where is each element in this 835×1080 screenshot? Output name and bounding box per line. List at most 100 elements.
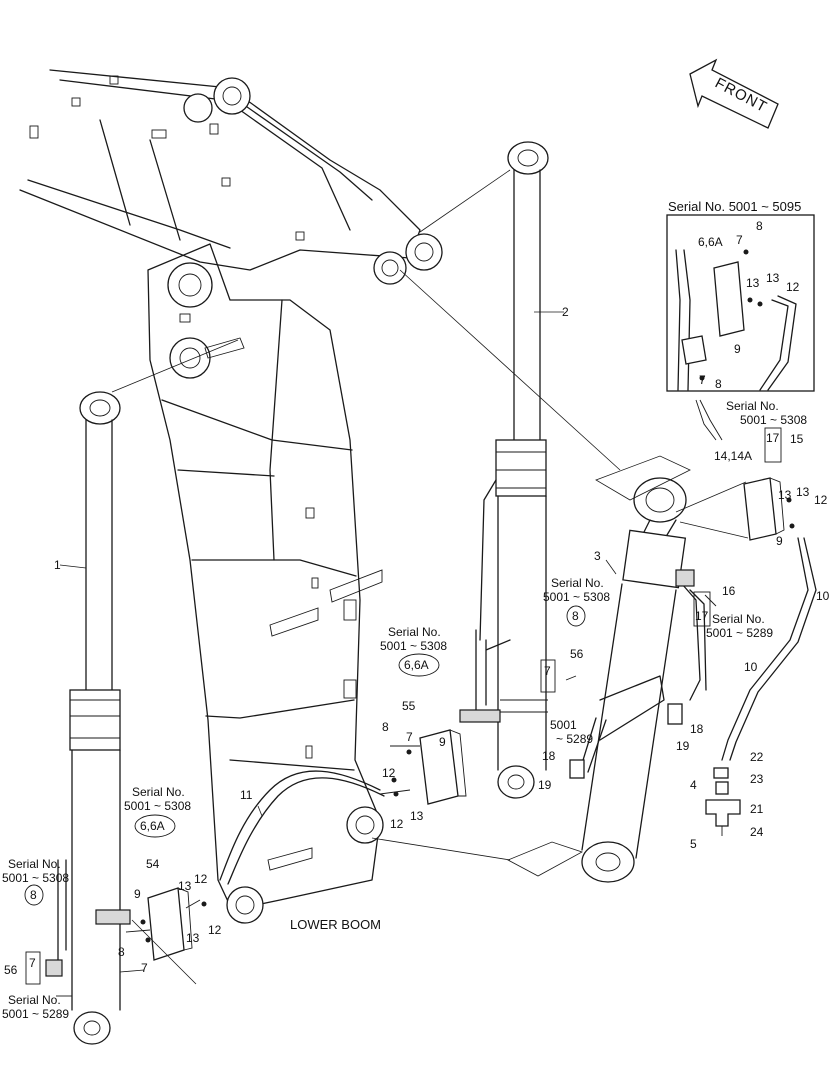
fittings-right [565, 594, 741, 836]
callout-7: 7 [406, 730, 413, 744]
callout-6-6a: 6,6A [140, 819, 165, 833]
callout-9: 9 [776, 534, 783, 548]
callout-ring [398, 653, 440, 677]
callout-21: 21 [750, 802, 764, 816]
serial-note-line: Serial No. [726, 399, 779, 413]
front-arrow-icon: FRONT [689, 58, 779, 129]
callout-box [693, 591, 711, 627]
callout-12: 12 [814, 493, 828, 507]
inset-detail [666, 214, 815, 441]
serial-note-line: 5001 ~ 5308 [124, 799, 191, 813]
upper-boom [19, 69, 443, 285]
serial-note-line: Serial No. [388, 625, 441, 639]
callout-19: 19 [676, 739, 690, 753]
callout-54: 54 [146, 857, 160, 871]
callout-ring [134, 814, 176, 838]
callout-11: 11 [240, 788, 253, 802]
serial-note-line: 5001 ~ 5308 [2, 871, 69, 885]
serial-note-line: ~ 5289 [556, 732, 593, 746]
callout-10: 10 [816, 589, 830, 603]
callout-5: 5 [690, 837, 697, 851]
callout-17: 17 [695, 609, 709, 623]
callout-1: 1 [54, 558, 61, 572]
callout-12: 12 [208, 923, 222, 937]
callouts: 1 2 3 4 5 6,6A 6,6A 6,6A 7 7 7 7 7 7 8 8… [4, 219, 830, 985]
callout-6-6a: 6,6A [698, 235, 723, 249]
callout-13: 13 [410, 809, 424, 823]
boom-cylinder-left [45, 391, 131, 1045]
callout-9: 9 [439, 735, 446, 749]
callout-7: 7 [141, 961, 148, 975]
callout-8: 8 [30, 888, 37, 902]
callout-7: 7 [699, 373, 706, 387]
block-55 [379, 729, 467, 805]
callout-18: 18 [690, 722, 704, 736]
serial-note-line: Serial No. [712, 612, 765, 626]
serial-note-line: 5001 ~ 5289 [706, 626, 773, 640]
callout-7: 7 [29, 956, 36, 970]
boom-cylinder-right [579, 477, 707, 883]
text-labels: Serial No. 5001 ~ 5095 Serial No. 5001 ~… [2, 199, 807, 1021]
callout-12: 12 [382, 766, 396, 780]
callout-55: 55 [402, 699, 416, 713]
callout-12: 12 [194, 872, 208, 886]
callout-7: 7 [736, 233, 743, 247]
callout-13: 13 [796, 485, 810, 499]
callout-13: 13 [746, 276, 760, 290]
serial-note-line: 5001 ~ 5308 [380, 639, 447, 653]
callout-box [540, 659, 556, 693]
callout-ring [24, 884, 44, 906]
callout-2: 2 [562, 305, 569, 319]
serial-note-line: Serial No. [132, 785, 185, 799]
callout-box [764, 427, 782, 463]
leader-lines [59, 169, 749, 985]
callout-6-6a: 6,6A [404, 658, 429, 672]
block-54 [125, 887, 207, 961]
callout-24: 24 [750, 825, 764, 839]
callout-12: 12 [390, 817, 404, 831]
callout-8: 8 [118, 945, 125, 959]
callout-12: 12 [786, 280, 800, 294]
callout-19: 19 [538, 778, 552, 792]
callout-14-14a: 14,14A [714, 449, 752, 463]
lower-boom [147, 243, 384, 924]
callout-23: 23 [750, 772, 764, 786]
callout-4: 4 [690, 778, 697, 792]
callout-box [25, 951, 41, 985]
callout-3: 3 [594, 549, 601, 563]
serial-note-line: 5001 ~ 5308 [740, 413, 807, 427]
serial-note-line: Serial No. [8, 993, 61, 1007]
callout-13: 13 [766, 271, 780, 285]
callout-10: 10 [744, 660, 758, 674]
lower-boom-label: LOWER BOOM [290, 917, 381, 932]
serial-note-line: 5001 [550, 718, 577, 732]
callout-18: 18 [542, 749, 556, 763]
block-14 [743, 477, 795, 541]
callout-8: 8 [382, 720, 389, 734]
callout-9: 9 [734, 342, 741, 356]
inset-title: Serial No. 5001 ~ 5095 [668, 199, 801, 214]
callout-8: 8 [756, 219, 763, 233]
callout-8: 8 [715, 377, 722, 391]
callout-22: 22 [750, 750, 764, 764]
boom-cylinder-middle [459, 141, 549, 799]
serial-note-line: Serial No. [8, 857, 61, 871]
callout-8: 8 [572, 609, 579, 623]
callout-7: 7 [544, 664, 551, 678]
callout-13: 13 [778, 488, 792, 502]
callout-9: 9 [134, 887, 141, 901]
callout-17: 17 [766, 431, 780, 445]
callout-15: 15 [790, 432, 804, 446]
callout-13: 13 [178, 879, 192, 893]
serial-note-line: Serial No. [551, 576, 604, 590]
callout-13: 13 [186, 931, 200, 945]
serial-note-line: 5001 ~ 5308 [543, 590, 610, 604]
callout-56: 56 [570, 647, 584, 661]
callout-ring [566, 605, 586, 627]
callout-16: 16 [722, 584, 736, 598]
hydraulic-pipes [219, 537, 817, 885]
callout-56: 56 [4, 963, 18, 977]
serial-note-line: 5001 ~ 5289 [2, 1007, 69, 1021]
